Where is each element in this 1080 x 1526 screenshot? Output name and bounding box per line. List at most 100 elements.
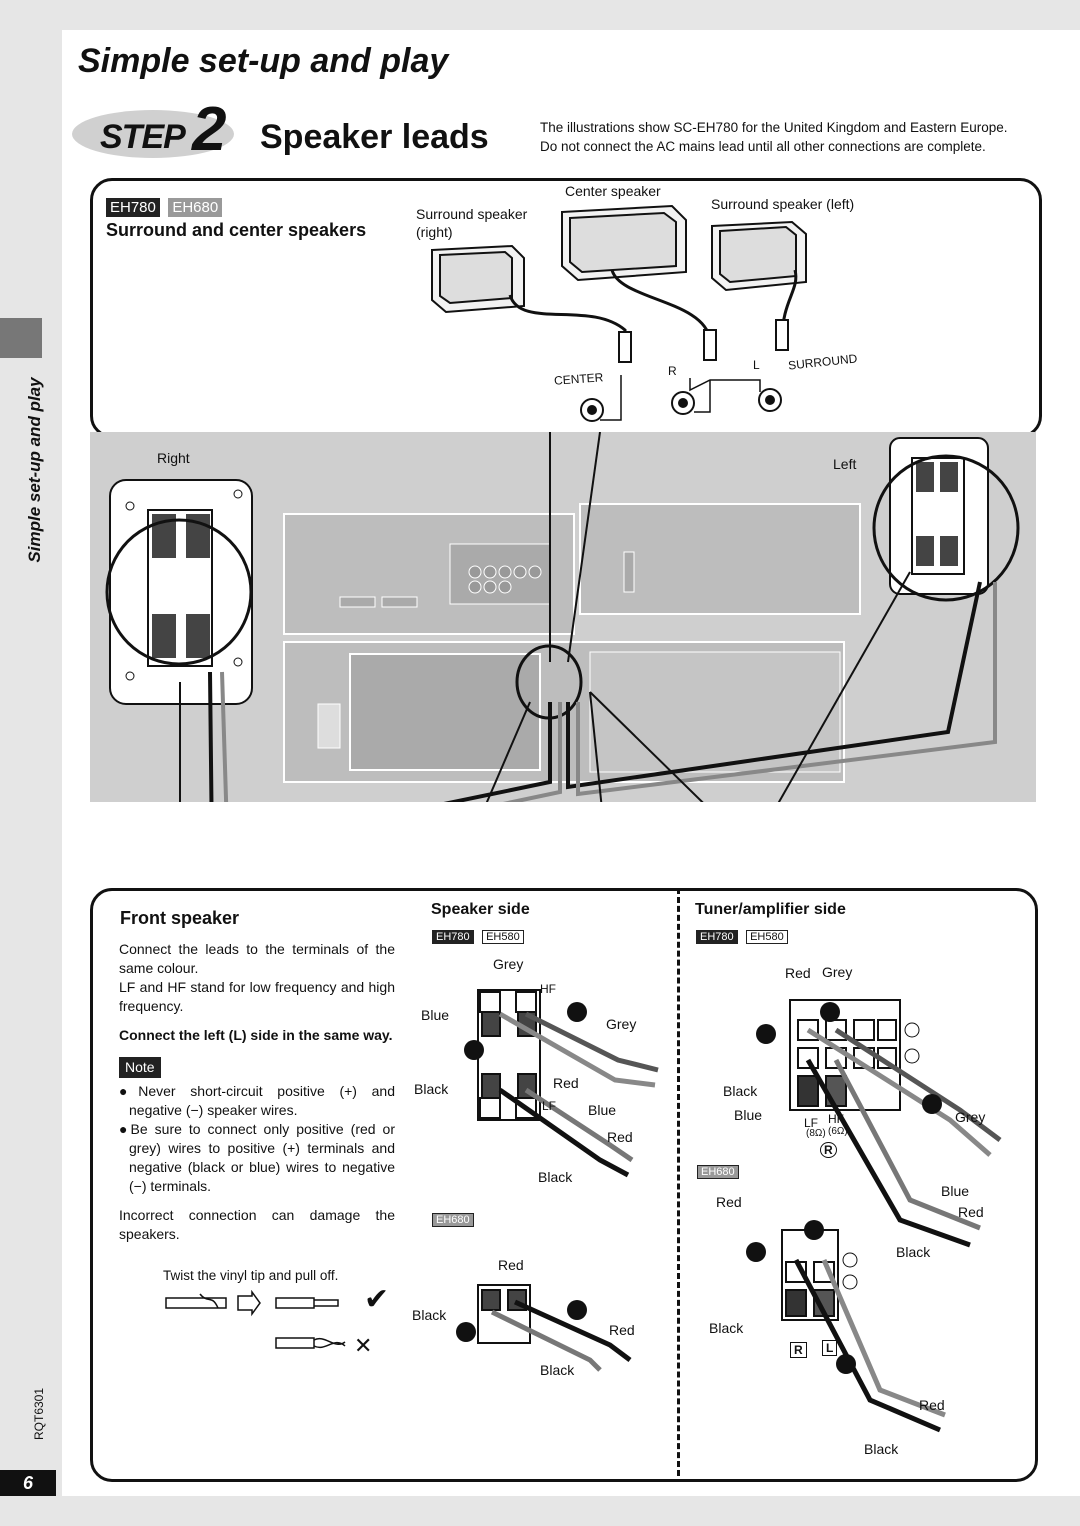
tuner-amplifier-unit [283, 513, 575, 635]
center-speaker-label: Center speaker [565, 183, 661, 199]
ts-blue-2: Blue [941, 1183, 970, 1199]
ts-blue: Blue [734, 1107, 763, 1123]
ts-red-2: Red [716, 1194, 742, 1210]
side-tab [0, 318, 42, 358]
wire-strip-illustration [165, 1290, 346, 1349]
page-number: 6 [0, 1470, 56, 1496]
tuner-side-heading: Tuner/amplifier side [695, 901, 846, 918]
incorrect-cross-icon: ✕ [354, 1333, 373, 1358]
ts-ohm-6: (6Ω) [828, 1126, 848, 1137]
speaker-side-tags: EH780 EH580 [432, 927, 528, 945]
system-back-diagram [90, 432, 1036, 802]
front-speaker-heading: Front speaker [120, 908, 240, 928]
ss-eh680-tag-wrap: EH680 [432, 1210, 478, 1228]
left-speaker-terminal-plate [889, 437, 989, 595]
correct-check-icon: ✔ [364, 1283, 390, 1316]
note-bullet-1: ●Never short-circuit positive (+) and ne… [119, 1083, 395, 1118]
speaker-side-heading: Speaker side [431, 901, 530, 918]
tuner-side-terminals [746, 999, 1002, 1433]
ss-blue-2: Blue [588, 1102, 617, 1118]
surround-right-label: Surround speaker [416, 206, 528, 222]
speaker-side-terminals [456, 989, 659, 1372]
ts-eh680-tag-wrap: EH680 [697, 1162, 743, 1180]
lower-unit [283, 641, 845, 783]
surround-left-speaker-icon [711, 220, 807, 292]
ss-eh680-tag: EH680 [432, 1213, 474, 1227]
ts-red-4: Red [919, 1397, 945, 1413]
ts-red: Red [785, 965, 811, 981]
terminal-lines [600, 375, 761, 421]
ss-black: Black [414, 1081, 449, 1097]
ts-red-3: Red [958, 1204, 984, 1220]
surround-right-label-2: (right) [416, 224, 453, 240]
model-tag-eh780: EH780 [106, 198, 160, 217]
rca-plugs [618, 319, 789, 363]
ts-step-markers [746, 1002, 942, 1374]
ss-black-2: Black [538, 1169, 573, 1185]
step-word: STEP [100, 118, 186, 156]
ss-hf: HF [540, 982, 556, 996]
left-terminal-circle [872, 454, 1020, 602]
ts-l-badge: L [822, 1340, 838, 1356]
ts-ohm-8: (8Ω) [806, 1128, 826, 1139]
left-label: Left [833, 456, 857, 472]
note-bullet-2: ●Be sure to connect only positive (red o… [119, 1121, 395, 1194]
ts-eh680-tag: EH680 [697, 1165, 739, 1179]
instruction-left-side: Connect the left (L) side in the same wa… [119, 1027, 393, 1043]
intro-line-1: The illustrations show SC-EH780 for the … [540, 120, 1008, 135]
twist-instruction: Twist the vinyl tip and pull off. [163, 1268, 339, 1283]
ts-r-badge-2: R [790, 1342, 807, 1358]
model-tags: EH780 EH680 [106, 198, 226, 217]
step-number: 2 [192, 95, 227, 164]
front-speaker-instructions: Connect the leads to the terminals of th… [119, 940, 395, 1244]
tag-eh580: EH580 [482, 930, 524, 944]
ts-tag-eh780: EH780 [696, 930, 738, 944]
intro-text: The illustrations show SC-EH780 for the … [540, 118, 1008, 156]
intro-line-2: Do not connect the AC mains lead until a… [540, 139, 986, 154]
right-label: Right [157, 450, 190, 466]
ts-r-badge: R [820, 1142, 837, 1158]
ss-red: Red [553, 1075, 579, 1091]
rca-jacks [580, 388, 782, 422]
right-terminal-circle [105, 518, 253, 666]
ts-black-3: Black [709, 1320, 744, 1336]
ts-hf: HF [828, 1112, 844, 1126]
ts-tag-eh580: EH580 [746, 930, 788, 944]
front-speaker-cables [208, 581, 997, 802]
warning-text: Incorrect connection can damage the spea… [119, 1207, 395, 1242]
page-title: Simple set-up and play [78, 42, 449, 80]
step-markers [456, 1002, 587, 1342]
ss-grey-right: Grey [606, 1016, 637, 1032]
surround-left-label: Surround speaker (left) [711, 196, 855, 212]
panel-divider [677, 888, 680, 1476]
surround-right-speaker-icon [431, 244, 525, 314]
ts-black-2: Black [896, 1244, 931, 1260]
l-terminal-label: L [753, 358, 760, 372]
ss-grey-top: Grey [493, 956, 524, 972]
ts-black: Black [723, 1083, 758, 1099]
model-tag-eh680: EH680 [168, 198, 223, 217]
cd-unit [579, 503, 861, 615]
ts-lf: LF [804, 1116, 819, 1130]
tuner-side-tags: EH780 EH580 [696, 927, 792, 945]
step-badge-background [72, 110, 234, 158]
instruction-colour: Connect the leads to the terminals of th… [119, 941, 395, 976]
tag-eh780: EH780 [432, 930, 474, 944]
callout-lines [179, 432, 911, 802]
ss-black-3: Black [412, 1307, 447, 1323]
instruction-lf-hf: LF and HF stand for low frequency and hi… [119, 979, 395, 1014]
note-badge: Note [119, 1057, 161, 1078]
center-speaker-icon [561, 204, 687, 282]
ss-lf: LF [542, 1099, 557, 1113]
ts-black-4: Black [864, 1441, 899, 1457]
ss-red-3: Red [498, 1257, 524, 1273]
ss-blue: Blue [421, 1007, 450, 1023]
ts-grey: Grey [822, 964, 853, 980]
right-speaker-terminal-plate [109, 479, 253, 705]
ts-grey-2: Grey [955, 1109, 986, 1125]
ss-red-4: Red [609, 1322, 635, 1338]
r-terminal-label: R [668, 364, 677, 378]
surround-heading: Surround and center speakers [106, 220, 367, 240]
step-title: Speaker leads [260, 118, 489, 156]
